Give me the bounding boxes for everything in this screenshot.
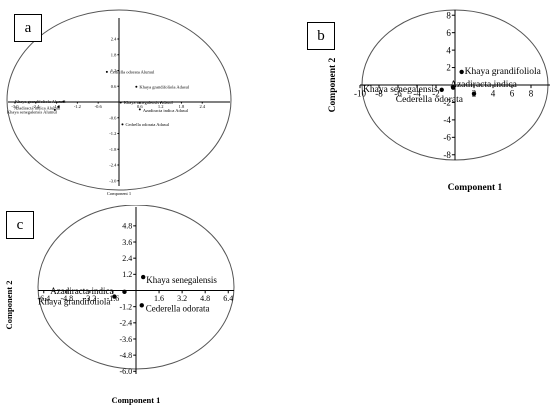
y-axis-title: Component 2: [328, 57, 338, 112]
data-point-label: Azadiracta indica: [50, 286, 113, 296]
y-tick-label: 2.4: [122, 254, 132, 263]
y-tick-label: -6.0: [120, 367, 133, 376]
data-point-label: Khaya grandifoliola: [465, 66, 542, 77]
data-point-label: Cedrella odorata Alumul: [110, 69, 155, 74]
x-tick-label: -4: [413, 89, 421, 99]
x-tick-label: -6.4: [37, 294, 50, 303]
data-point: [139, 303, 144, 308]
data-point: [471, 91, 477, 96]
y-axis-title: Component 2: [4, 281, 14, 330]
data-point-label: Cedrella odorata Adasul: [125, 122, 169, 127]
y-tick-label: -1.8: [109, 147, 117, 152]
x-tick-label: 1.8: [179, 104, 185, 109]
data-point-label: Khaya senegalensis Adasul: [124, 100, 174, 105]
confidence-ellipse: [6, 9, 232, 191]
y-tick-label: 2.4: [111, 37, 117, 42]
y-tick-label: -1.2: [120, 302, 133, 311]
data-point-label: Azadiracta indica: [450, 80, 518, 90]
data-point-label: Azadiracta indica Adasul: [143, 108, 189, 113]
x-tick-label: 3.2: [177, 294, 187, 303]
x-tick-label: -2.4: [32, 104, 40, 109]
x-axis-title: Component 1: [448, 183, 503, 193]
data-point: [141, 274, 146, 280]
data-point: [112, 294, 117, 299]
x-tick-label: 4.8: [200, 294, 210, 303]
y-tick-label: 6: [446, 28, 451, 38]
x-tick-label: 2.4: [199, 104, 205, 109]
chart-panel-c: -6.4 -4.8 -3.2 -1.6 1.6 3.2 4.8 6.4 -6.0 -4.8 -3.6…: [0, 205, 262, 405]
x-axis-title: Component 1: [112, 395, 161, 405]
data-point-label: Azadiracta indica Alumul: [14, 105, 61, 110]
y-tick-label: -2.4: [120, 319, 133, 328]
data-point-label: Khaya grandifoliola: [38, 297, 110, 307]
y-tick-label: -4.8: [120, 351, 133, 360]
x-tick-label: -10: [354, 89, 366, 99]
x-tick-label: -1.2: [74, 104, 81, 109]
data-point-label: Cederella odorata: [396, 95, 464, 105]
data-point-label: Cederella odorata: [146, 303, 210, 313]
y-tick-label: -8: [443, 150, 451, 160]
x-tick-label: -0.6: [95, 104, 103, 109]
data-point: [57, 105, 60, 108]
data-point: [105, 70, 108, 73]
x-tick-label: -3.2: [84, 294, 97, 303]
y-tick-label: 1.2: [111, 68, 117, 73]
y-tick-label: 4: [446, 45, 451, 55]
data-point: [62, 100, 65, 103]
data-point-label: Khaya grandifoliola Adasul: [139, 84, 189, 89]
data-point: [122, 289, 127, 295]
y-tick-label: 0.6: [111, 84, 117, 89]
data-point: [138, 108, 141, 111]
x-tick-label: -1.6: [107, 294, 120, 303]
y-tick-label: -3.0: [109, 178, 117, 183]
y-tick-label: 8: [446, 10, 451, 20]
y-tick-label: -2: [443, 98, 451, 108]
data-point: [459, 69, 464, 75]
x-tick-label: 0.6: [137, 104, 143, 109]
y-tick-label: 1.8: [111, 52, 117, 57]
y-tick-label: -4: [443, 115, 451, 125]
x-axis-title: Component 1: [107, 191, 131, 196]
y-tick-label: 2: [446, 63, 451, 73]
data-point: [439, 87, 444, 92]
y-tick-label: 1.2: [122, 270, 132, 279]
y-tick-label: -1.2: [109, 131, 116, 136]
y-tick-label: 4.8: [122, 222, 132, 231]
data-point: [135, 85, 138, 88]
data-point: [119, 101, 122, 104]
x-tick-label: -4.8: [60, 294, 73, 303]
x-tick-label: -6: [394, 89, 402, 99]
x-tick-label: 6: [510, 89, 515, 99]
y-tick-label: -6: [443, 132, 451, 142]
data-point-label: Khaya senegalensis: [363, 85, 438, 95]
x-tick-label: -1.8: [53, 104, 61, 109]
data-point-label: Khaya senegalensis: [146, 275, 217, 285]
y-tick-label: 3.6: [122, 238, 132, 247]
x-tick-label: 8: [529, 89, 534, 99]
data-point-label: Khaya senegalensis Alumul: [7, 109, 58, 114]
x-tick-label: 1.6: [154, 294, 164, 303]
x-tick-label: -3.0: [11, 104, 19, 109]
panel-label-c: c: [6, 211, 34, 239]
data-point-label: Khaya grandifoliola Alumul: [15, 99, 66, 104]
y-tick-label: -0.6: [109, 115, 117, 120]
chart-panel-a: -3.0 -2.4 -1.8 -1.2 -0.6 0.6 1.2 1.8 2.4 -3.0 -2.4…: [0, 0, 262, 200]
data-point: [450, 85, 456, 90]
panel-label-a: a: [14, 14, 42, 42]
y-tick-label: -3.6: [120, 335, 133, 344]
scatter-plot-a: -3.0 -2.4 -1.8 -1.2 -0.6 0.6 1.2 1.8 2.4 -3.0 -2.4…: [6, 9, 232, 196]
x-tick-label: 4: [491, 89, 496, 99]
x-tick-label: -2: [432, 89, 440, 99]
x-tick-label: -8: [375, 89, 383, 99]
data-point: [121, 123, 124, 126]
x-tick-label: 6.4: [223, 294, 233, 303]
data-point: [53, 108, 56, 111]
panel-label-b: b: [307, 22, 335, 50]
scatter-plot-c: -6.4 -4.8 -3.2 -1.6 1.6 3.2 4.8 6.4 -6.0 -4.8 -3.6…: [4, 205, 235, 405]
y-tick-label: -2.4: [109, 163, 117, 168]
x-tick-label: 1.2: [158, 104, 164, 109]
